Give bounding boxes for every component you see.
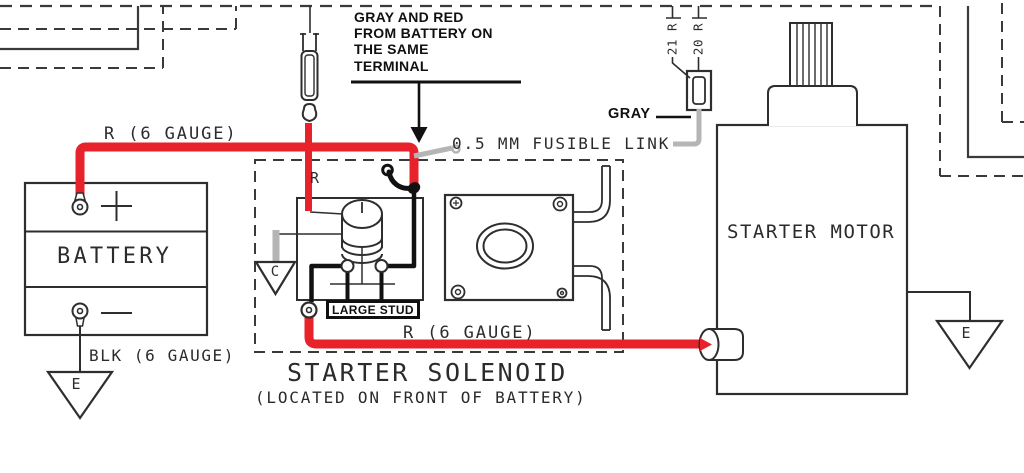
label-solenoid-cable: R (6 GAUGE): [403, 323, 537, 343]
solenoid-coil: [341, 199, 383, 264]
solenoid-studs: [300, 259, 389, 319]
label-ground-c: C: [270, 264, 280, 280]
label-gray: GRAY: [608, 106, 651, 122]
mounting-plate: [443, 165, 611, 331]
junction-stud: [407, 182, 421, 194]
label-fusible-link: 0.5 MM FUSIBLE LINK: [452, 134, 671, 153]
solenoid-ground-c: [254, 230, 297, 297]
battery-ring-terminals: [71, 192, 89, 327]
ring-terminal-small: [381, 163, 394, 177]
bus-lines-top-left: [0, 4, 940, 69]
red-cable-battery-to-junction: [75, 142, 419, 201]
jumper-hook: [386, 169, 415, 191]
brush-lead-hooks: [573, 165, 611, 331]
callout-line-2: FROM BATTERY ON: [354, 25, 493, 42]
solenoid-body: [277, 197, 424, 301]
ground-triangle-c: [254, 260, 297, 297]
label-wire-21r: 21 R: [664, 22, 680, 56]
callout-line-1: GRAY AND RED: [354, 9, 464, 25]
ring-terminal-large: [300, 301, 318, 319]
label-starter-solenoid: STARTER SOLENOID: [287, 358, 568, 387]
ground-triangle-right: [934, 319, 1005, 370]
label-battery: BATTERY: [57, 244, 173, 269]
ground-triangle-left: [45, 370, 115, 420]
motor-ground-right: [907, 291, 1005, 370]
battery-ground-left: [45, 326, 115, 420]
label-blk-cable: BLK (6 GAUGE): [89, 346, 236, 365]
label-r-small: R: [310, 169, 320, 187]
red-cable-solenoid-to-motor: [304, 317, 707, 349]
label-battery-cable: R (6 GAUGE): [104, 124, 238, 144]
red-cables: [75, 123, 707, 349]
label-solenoid-location: (LOCATED ON FRONT OF BATTERY): [255, 388, 587, 407]
label-ground-e-right: E: [961, 324, 971, 342]
bullet-connector: [300, 6, 319, 123]
bus-lines-right-edge: [939, 3, 1024, 177]
gray-ground-wire: [272, 230, 280, 262]
starter-motor-symbol: [715, 22, 909, 396]
callout-text: GRAY AND RED FROM BATTERY ON THE SAME TE…: [354, 9, 493, 74]
label-large-stud: LARGE STUD: [326, 300, 420, 319]
label-wire-20r: 20 R: [690, 22, 706, 56]
label-ground-e-left: E: [71, 375, 81, 393]
callout-line-4: TERMINAL: [354, 57, 429, 74]
label-starter-motor: STARTER MOTOR: [727, 221, 896, 243]
callout-line-3: THE SAME: [354, 41, 429, 58]
gray-fusible-wires: [413, 109, 702, 159]
battery-symbol: [23, 181, 209, 337]
solenoid-dashed-box: [254, 159, 624, 353]
battery-plus-symbol: [101, 191, 132, 221]
callout-arrow: [351, 80, 521, 143]
motor-terminal-cylinder: [698, 328, 744, 361]
